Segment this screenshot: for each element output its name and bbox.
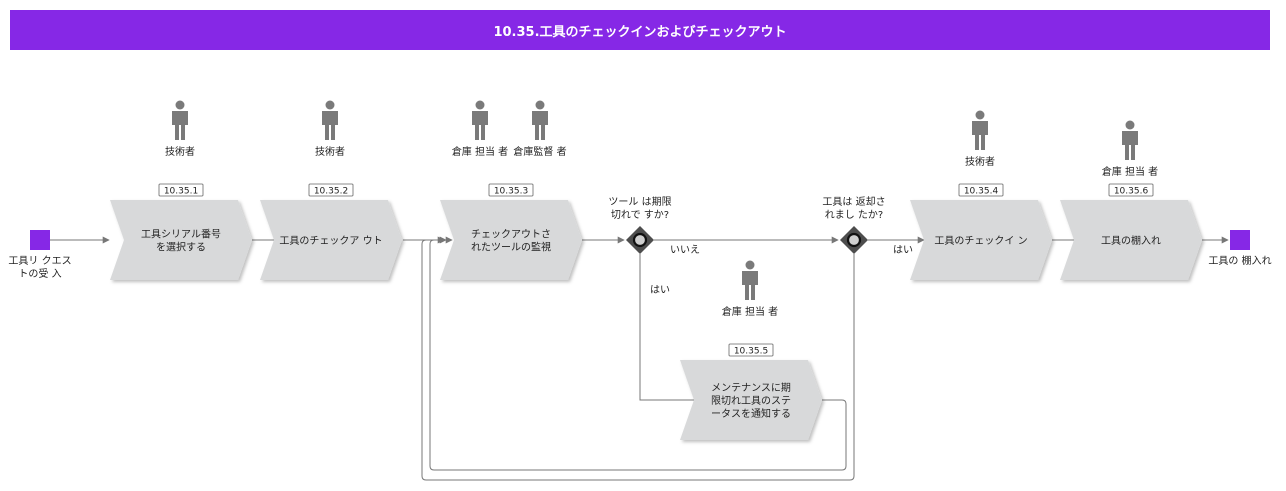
- actor-head: [475, 100, 485, 110]
- process-id-box: [158, 183, 204, 197]
- start-event: [30, 230, 50, 250]
- process-id-label: 10.35.1: [164, 187, 198, 197]
- gateway-expired-question: ツール は期限切れで すか?: [608, 196, 671, 221]
- actor-body: [472, 111, 488, 140]
- role-label: 倉庫 担当 者: [722, 305, 778, 318]
- process-id-label: 10.35.4: [964, 187, 999, 197]
- process-10.35.1: [110, 200, 252, 280]
- process-10.35.2: [260, 200, 402, 280]
- role-label: 技術者: [965, 155, 995, 168]
- end-event-label: 工具の 棚入れ: [1208, 254, 1271, 267]
- gateway-expired-no-label: いいえ: [670, 244, 700, 256]
- process-id-label: 10.35.5: [734, 347, 768, 357]
- process-10.35.3: [440, 200, 582, 280]
- process-label: 工具シリアル番号を選択する: [141, 229, 221, 254]
- actor-body: [322, 111, 338, 140]
- flow-nodes: 工具リ クエストの受 入 工具の 棚入れ 工具シリアル番号を選択する 10.35.1 技…: [8, 100, 1272, 440]
- edge-p5-loop-back: [429, 236, 847, 471]
- actor-body: [1122, 131, 1138, 160]
- process-label: 工具のチェックア ウト: [279, 235, 382, 247]
- edge-gw2-loop-back: [421, 236, 855, 481]
- gateway-marker: [632, 232, 648, 248]
- role-label: 倉庫 担当 者: [452, 145, 508, 158]
- actor-body: [972, 121, 988, 150]
- edge-gw1-to-p5: [639, 254, 705, 404]
- actor-icon: [532, 100, 548, 140]
- gateway-returned-question: 工具は 返却されまし たか?: [822, 196, 885, 221]
- actor-icon: [322, 100, 338, 140]
- process-id-box: [728, 343, 774, 357]
- process-10.35.6: [1060, 200, 1202, 280]
- actor-body: [742, 271, 758, 300]
- role-label: 技術者: [165, 145, 195, 158]
- start-event-label: 工具リ クエストの受 入: [8, 255, 71, 280]
- actor-icon: [972, 110, 988, 150]
- actor-head: [975, 110, 985, 120]
- role-label: 技術者: [315, 145, 345, 158]
- actor-head: [325, 100, 335, 110]
- actor-body: [172, 111, 188, 140]
- process-id-box: [958, 183, 1004, 197]
- process-id-box: [1108, 183, 1154, 197]
- process-label: 工具のチェックイ ン: [934, 235, 1027, 247]
- process-label: 工具の棚入れ: [1101, 234, 1161, 247]
- process-id-box: [488, 183, 534, 197]
- process-id-box: [308, 183, 354, 197]
- actor-head: [175, 100, 185, 110]
- gateway-expired: [626, 226, 654, 254]
- actor-head: [1125, 120, 1135, 130]
- actor-body: [532, 111, 548, 140]
- process-id-label: 10.35.2: [314, 187, 348, 197]
- actor-icon: [742, 260, 758, 300]
- actor-head: [745, 260, 755, 270]
- gateway-returned-yes-label: はい: [893, 244, 913, 256]
- end-event: [1230, 230, 1250, 250]
- flow-edges: [50, 236, 1229, 481]
- actor-head: [535, 100, 545, 110]
- diagram-title: 10.35.工具のチェックインおよびチェックアウト: [493, 24, 787, 40]
- process-label: チェックアウトされたツールの監視: [471, 229, 551, 254]
- gateway-expired-yes-label: はい: [650, 284, 670, 296]
- actor-icon: [172, 100, 188, 140]
- process-label: メンテナンスに期限切れ工具のステータスを通知する: [711, 382, 791, 420]
- process-10.35.4: [910, 200, 1052, 280]
- actor-icon: [472, 100, 488, 140]
- actor-icon: [1122, 120, 1138, 160]
- gateway-marker: [846, 232, 862, 248]
- diagram-title-bar: 10.35.工具のチェックインおよびチェックアウト: [10, 10, 1270, 50]
- process-10.35.5: [680, 360, 822, 440]
- role-label: 倉庫 担当 者: [1102, 165, 1158, 178]
- role-label: 倉庫監督 者: [513, 145, 566, 158]
- process-id-label: 10.35.6: [1114, 187, 1149, 197]
- process-id-label: 10.35.3: [494, 187, 528, 197]
- gateway-returned: [840, 226, 868, 254]
